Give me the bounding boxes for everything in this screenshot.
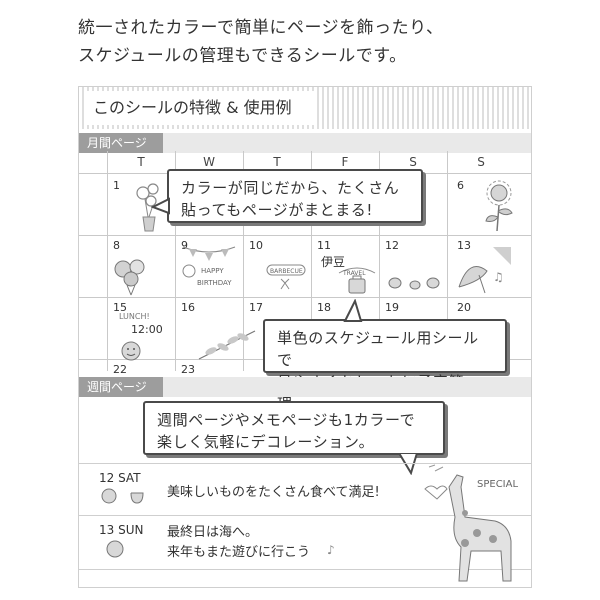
weekday-header: T xyxy=(137,155,145,169)
date-number: 1 xyxy=(113,179,120,192)
week-day-note: 美味しいものをたくさん食べて満足! xyxy=(167,485,380,500)
week-section-label: 週間ページ xyxy=(79,377,163,397)
intro-line-1: 統一されたカラーで簡単にページを飾ったり、 xyxy=(78,18,444,38)
date-number: 9 xyxy=(181,239,188,252)
grid-line xyxy=(79,235,531,236)
date-number: 17 xyxy=(249,301,263,314)
date-number: 15 xyxy=(113,301,127,314)
week-divider xyxy=(79,569,531,570)
music-note-icon: ♪ xyxy=(327,543,335,557)
travel-sticker: TRAVEL xyxy=(338,267,376,294)
date-number: 8 xyxy=(113,239,120,252)
month-section-band xyxy=(163,133,531,153)
smile-bowl-sticker xyxy=(101,488,144,504)
callout-same-color: カラーが同じだから、たくさん 貼ってもページがまとまる! xyxy=(167,169,423,223)
callout-tail xyxy=(151,197,170,215)
date-number: 19 xyxy=(385,301,399,314)
flower-bouquet-sticker xyxy=(114,259,145,296)
grid-line xyxy=(311,151,312,371)
grid-line xyxy=(447,151,448,371)
callout-schedule: 単色のスケジュール用シールで 見やすくおしゃれに予定管理。 xyxy=(263,319,507,413)
birds-sticker xyxy=(388,277,440,290)
intro-line-2: スケジュールの管理もできるシールです。 xyxy=(78,46,407,66)
smile-sticker xyxy=(106,540,124,558)
example-frame: このシールの特徴 & 使用例 月間ページ T W T F S S 1 6 8 9… xyxy=(78,86,532,588)
svg-text:BIRTHDAY: BIRTHDAY xyxy=(197,279,232,287)
leaf-branch-sticker xyxy=(198,330,256,360)
weekday-header: W xyxy=(203,155,215,169)
week-day-note: 最終日は海へ。 来年もまた遊びに行こう xyxy=(167,525,311,560)
svg-text:BARBECUE: BARBECUE xyxy=(270,268,303,275)
birthday-sticker: HAPPY BIRTHDAY xyxy=(182,246,236,287)
weekday-header: F xyxy=(341,155,349,169)
week-divider xyxy=(79,515,531,516)
callout-tail xyxy=(343,299,363,322)
date-number: 13 xyxy=(457,239,471,252)
date-number: 16 xyxy=(181,301,195,314)
date-number: 23 xyxy=(181,363,195,376)
barbecue-sticker: BARBECUE xyxy=(266,264,306,290)
callout-weekly: 週間ページやメモページも1カラーで 楽しく気軽にデコレーション。 xyxy=(143,401,445,455)
weekday-header: S xyxy=(409,155,417,169)
sunflower-sticker xyxy=(485,180,513,232)
lunch-sticker-text: LUNCH! xyxy=(119,312,150,321)
features-title: このシールの特徴 & 使用例 xyxy=(85,91,317,125)
grid-line xyxy=(243,151,244,371)
date-number: 18 xyxy=(317,301,331,314)
lunch-time: 12:00 xyxy=(131,323,163,336)
svg-text:♫: ♫ xyxy=(493,270,504,284)
week-section-band xyxy=(163,377,531,397)
flower-vase-sticker xyxy=(136,183,159,232)
week-day-date: 13 SUN xyxy=(99,523,144,537)
date-number: 11 xyxy=(317,239,331,252)
izu-note: 伊豆 xyxy=(321,255,346,269)
grid-line xyxy=(175,151,176,371)
date-number: 10 xyxy=(249,239,263,252)
week-divider xyxy=(79,463,531,464)
date-number: 20 xyxy=(457,301,471,314)
lunch-sticker: LUNCH! xyxy=(119,312,150,361)
grid-line xyxy=(79,297,531,298)
grid-line xyxy=(107,151,108,371)
svg-text:HAPPY: HAPPY xyxy=(201,267,224,275)
week-day-date: 12 SAT xyxy=(99,471,141,485)
special-sticker: SPECIAL xyxy=(477,479,519,490)
giraffe-sticker xyxy=(424,464,512,582)
date-number: 12 xyxy=(385,239,399,252)
month-section-label: 月間ページ xyxy=(79,133,163,153)
svg-text:TRAVEL: TRAVEL xyxy=(342,270,366,277)
date-number: 22 xyxy=(113,363,127,376)
intro-text: 統一されたカラーで簡単にページを飾ったり、 スケジュールの管理もできるシールです… xyxy=(78,14,538,70)
weekday-header: T xyxy=(273,155,281,169)
weekday-header: S xyxy=(477,155,485,169)
bird-music-sticker: ♫ xyxy=(458,247,511,294)
date-number: 6 xyxy=(457,179,464,192)
grid-line xyxy=(379,151,380,371)
